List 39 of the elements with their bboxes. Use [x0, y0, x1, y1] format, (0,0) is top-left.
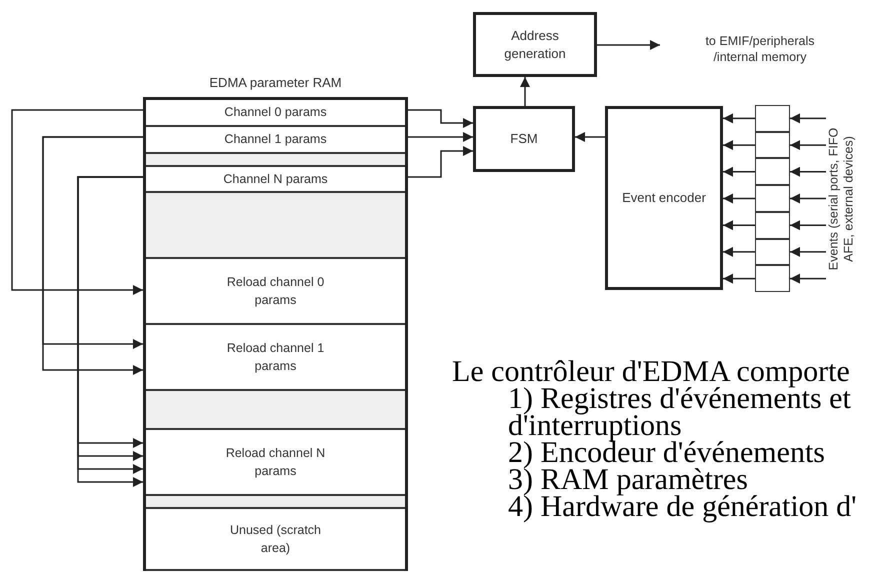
event-register-cell	[755, 185, 790, 212]
event-register-cell	[755, 238, 790, 266]
event-register-cell	[755, 132, 790, 158]
destination-label: to EMIF/peripherals /internal memory	[660, 33, 860, 67]
unused-memory-block	[146, 193, 405, 259]
arrow	[723, 140, 755, 150]
arrow	[790, 166, 826, 177]
arrow	[790, 140, 826, 150]
memory-title: EDMA parameter RAM	[208, 74, 343, 92]
process-box: Event encoder	[605, 106, 723, 290]
event-register-cell	[755, 212, 790, 239]
arrow	[723, 246, 755, 257]
arrow	[408, 146, 473, 178]
unused-memory-block	[146, 496, 405, 510]
arrow	[723, 220, 755, 230]
unused-memory-block	[146, 391, 405, 430]
description-text: Le contrôleur d'EDMA comporte	[452, 358, 851, 385]
arrow	[723, 166, 755, 177]
arrow	[408, 109, 473, 128]
arrow	[520, 77, 530, 106]
arrow	[790, 274, 826, 284]
arrow	[11, 109, 143, 295]
event-register-cell	[755, 158, 790, 186]
arrow	[597, 40, 660, 50]
arrow	[723, 113, 755, 124]
event-register-cell	[755, 265, 790, 292]
process-box: Address generation	[473, 12, 597, 77]
unused-memory-block	[146, 154, 405, 167]
arrow	[408, 132, 473, 142]
arrow	[723, 274, 755, 284]
process-box: FSM	[473, 106, 575, 172]
arrow	[790, 246, 826, 257]
arrow	[790, 113, 826, 124]
arrow	[790, 220, 826, 230]
event-register-cell	[755, 105, 790, 132]
arrow	[790, 194, 826, 204]
arrow	[575, 132, 605, 142]
arrow	[723, 194, 755, 204]
events-label: Events (serial ports, FIFO AFE, external devices)	[826, 105, 874, 292]
